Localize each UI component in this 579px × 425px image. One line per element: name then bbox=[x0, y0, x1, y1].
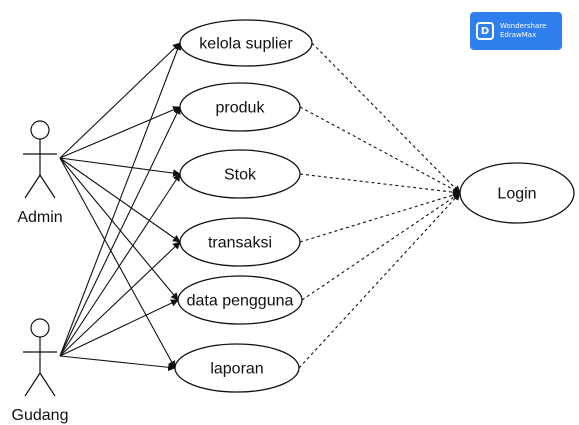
watermark-text: Wondershare EdrawMax bbox=[500, 22, 546, 40]
actor-gudang: Gudang bbox=[12, 318, 69, 424]
association-gudang-data-pengguna bbox=[59, 299, 179, 357]
use-case-ellipse bbox=[177, 275, 303, 325]
association-gudang-transaksi bbox=[59, 241, 181, 357]
actor-head bbox=[30, 318, 50, 338]
dependency-transaksi-login bbox=[299, 191, 461, 243]
use-case-ellipse bbox=[459, 162, 575, 224]
use-case-label: produk bbox=[216, 100, 266, 117]
dependency-kelola-suplier-login bbox=[311, 42, 461, 194]
association-admin-produk bbox=[59, 106, 181, 159]
use-case-ellipse bbox=[179, 19, 313, 67]
use-case-laporan: laporan bbox=[174, 343, 300, 393]
use-case-ellipse bbox=[179, 82, 301, 132]
use-case-label: Login bbox=[497, 186, 536, 203]
use-case-data-pengguna: data pengguna bbox=[177, 275, 303, 325]
actor-right-leg bbox=[39, 372, 56, 397]
use-case-label: transaksi bbox=[208, 235, 272, 252]
use-case-ellipse bbox=[179, 149, 301, 199]
use-case-ellipse bbox=[174, 343, 300, 393]
use-case-transaksi: transaksi bbox=[179, 217, 301, 267]
watermark-line-1: Wondershare bbox=[500, 22, 547, 30]
actor-label: Admin bbox=[17, 209, 62, 226]
use-case-label: laporan bbox=[210, 361, 263, 378]
connector-layer bbox=[59, 42, 461, 372]
use-case-produk: produk bbox=[179, 82, 301, 132]
actor-admin: Admin bbox=[17, 120, 63, 226]
dependency-stok-login bbox=[299, 173, 461, 197]
dependency-produk-login bbox=[299, 106, 461, 194]
actor-left-leg bbox=[24, 174, 41, 199]
association-admin-laporan bbox=[59, 157, 176, 369]
association-gudang-laporan bbox=[59, 355, 176, 372]
dependency-data-pengguna-login bbox=[301, 192, 461, 301]
association-admin-data-pengguna bbox=[59, 157, 179, 301]
watermark-line-2: EdrawMax bbox=[500, 31, 537, 39]
actor-left-leg bbox=[24, 372, 41, 397]
use-case-stok: Stok bbox=[179, 149, 301, 199]
use-case-kelola-suplier: kelola suplier bbox=[179, 19, 313, 67]
actor-right-leg bbox=[39, 174, 56, 199]
association-gudang-produk bbox=[59, 106, 181, 357]
edrawmax-logo-icon: D bbox=[476, 22, 494, 40]
use-case-label: Stok bbox=[224, 167, 257, 184]
use-case-login: Login bbox=[459, 162, 575, 224]
edrawmax-watermark: D Wondershare EdrawMax bbox=[470, 12, 562, 50]
association-admin-kelola-suplier bbox=[59, 42, 181, 159]
use-case-ellipse bbox=[179, 217, 301, 267]
dependency-laporan-login bbox=[298, 192, 461, 369]
association-admin-stok bbox=[59, 157, 181, 177]
use-case-label: data pengguna bbox=[187, 293, 294, 310]
actor-head bbox=[30, 120, 50, 140]
association-gudang-kelola-suplier bbox=[59, 42, 182, 357]
actor-label: Gudang bbox=[12, 407, 69, 424]
association-gudang-stok bbox=[59, 173, 181, 357]
use-case-label: kelola suplier bbox=[199, 36, 293, 53]
